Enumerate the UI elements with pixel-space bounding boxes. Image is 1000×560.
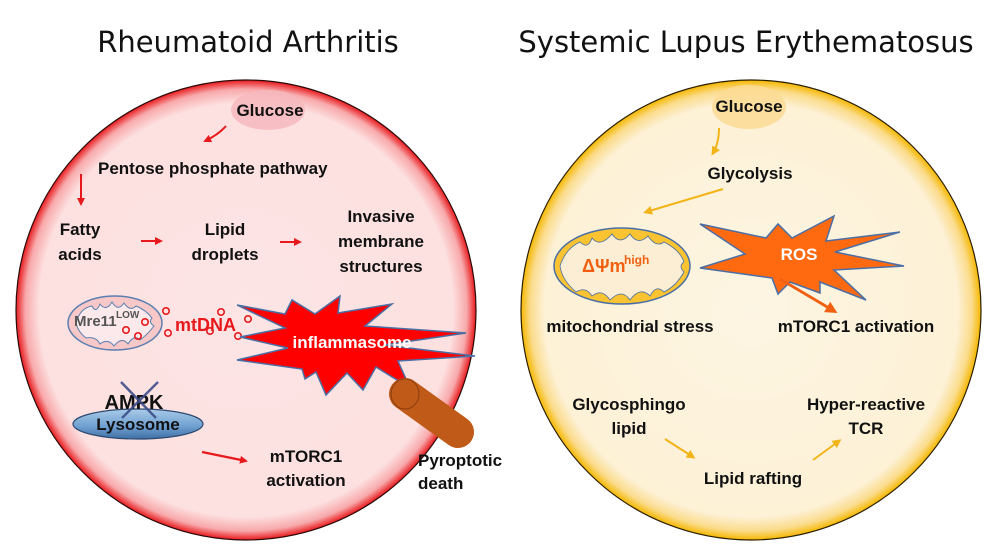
sle-dpsi-label: ΔΨm: [582, 256, 626, 276]
ra-lipid-droplets-line1: Lipid: [205, 220, 246, 239]
sle-tcr-line1: Hyper-reactive: [807, 395, 925, 414]
ra-invasive-line3: structures: [339, 257, 422, 276]
arrow-lipid-rafting-to-tcr: [812, 439, 842, 461]
sle-dpsi-sup: high: [624, 253, 649, 267]
ra-ppp-label: Pentose phosphate pathway: [98, 159, 328, 178]
ra-panel: Rheumatoid Arthritis Glucose Pentose pho…: [15, 25, 502, 541]
sle-cell: [520, 79, 982, 541]
pyroptotic-bar: [389, 378, 474, 448]
ra-fatty-acids-line2: acids: [58, 245, 101, 264]
ra-mre11-label: Mre11: [74, 313, 117, 330]
sle-title: Systemic Lupus Erythematosus: [518, 25, 973, 59]
sle-tcr-line2: TCR: [849, 419, 884, 438]
arrow-glucose-to-ppp: [203, 125, 227, 143]
ra-mtdna-label: mtDNA: [175, 315, 236, 335]
sle-mitochondrion: ΔΨm high: [553, 227, 691, 305]
sle-glucose-bubble: [712, 85, 786, 129]
ra-glucose-label: Glucose: [236, 101, 303, 120]
ra-invasive-line1: Invasive: [347, 207, 414, 226]
ra-inflammasome-label: inflammasome: [292, 333, 411, 352]
arrow-lysosome-to-mtorc1: [201, 450, 248, 464]
sle-glycolysis-label: Glycolysis: [707, 164, 792, 183]
sle-panel: Systemic Lupus Erythematosus Glucose Gly…: [518, 25, 982, 541]
ra-lipid-droplets-line2: droplets: [191, 245, 258, 264]
sle-lipid-rafting-label: Lipid rafting: [704, 469, 802, 488]
ra-mtorc1-line1: mTORC1: [270, 447, 342, 466]
sle-glycosphingo-line2: lipid: [612, 419, 647, 438]
ra-fatty-acids-line1: Fatty: [60, 220, 101, 239]
arrow-glucose-to-glycolysis: [711, 127, 720, 156]
sle-glucose-label: Glucose: [715, 97, 782, 116]
sle-mito-stress-label: mitochondrial stress: [546, 317, 713, 336]
ra-mre11-sup: LOW: [116, 310, 140, 321]
sle-ros-label: ROS: [781, 245, 818, 264]
ra-lysosome-label: Lysosome: [96, 415, 179, 434]
mtdna-fragments: [122, 306, 253, 340]
ra-title: Rheumatoid Arthritis: [97, 25, 399, 59]
ra-pyroptotic-line2: death: [418, 474, 463, 493]
ros-burst: [699, 214, 905, 301]
ra-ampk-label: AMPK: [105, 392, 164, 414]
arrow-ros-to-mtorc1: [779, 277, 838, 314]
ampk-inhibited-cross-icon: [120, 381, 159, 419]
ra-mtorc1-line2: activation: [266, 471, 345, 490]
ra-pyroptotic-line1: Pyroptotic: [418, 451, 502, 470]
arrow-glycosphingo-to-lipid-rafting: [664, 438, 696, 459]
sle-glycosphingo-line1: Glycosphingo: [572, 395, 685, 414]
ra-invasive-line2: membrane: [338, 232, 424, 251]
ra-glucose-bubble: [231, 90, 305, 130]
arrow-glycolysis-to-mitochondria: [643, 188, 724, 215]
sle-mtorc1-label: mTORC1 activation: [778, 317, 935, 336]
lysosome-organelle: [72, 408, 204, 440]
